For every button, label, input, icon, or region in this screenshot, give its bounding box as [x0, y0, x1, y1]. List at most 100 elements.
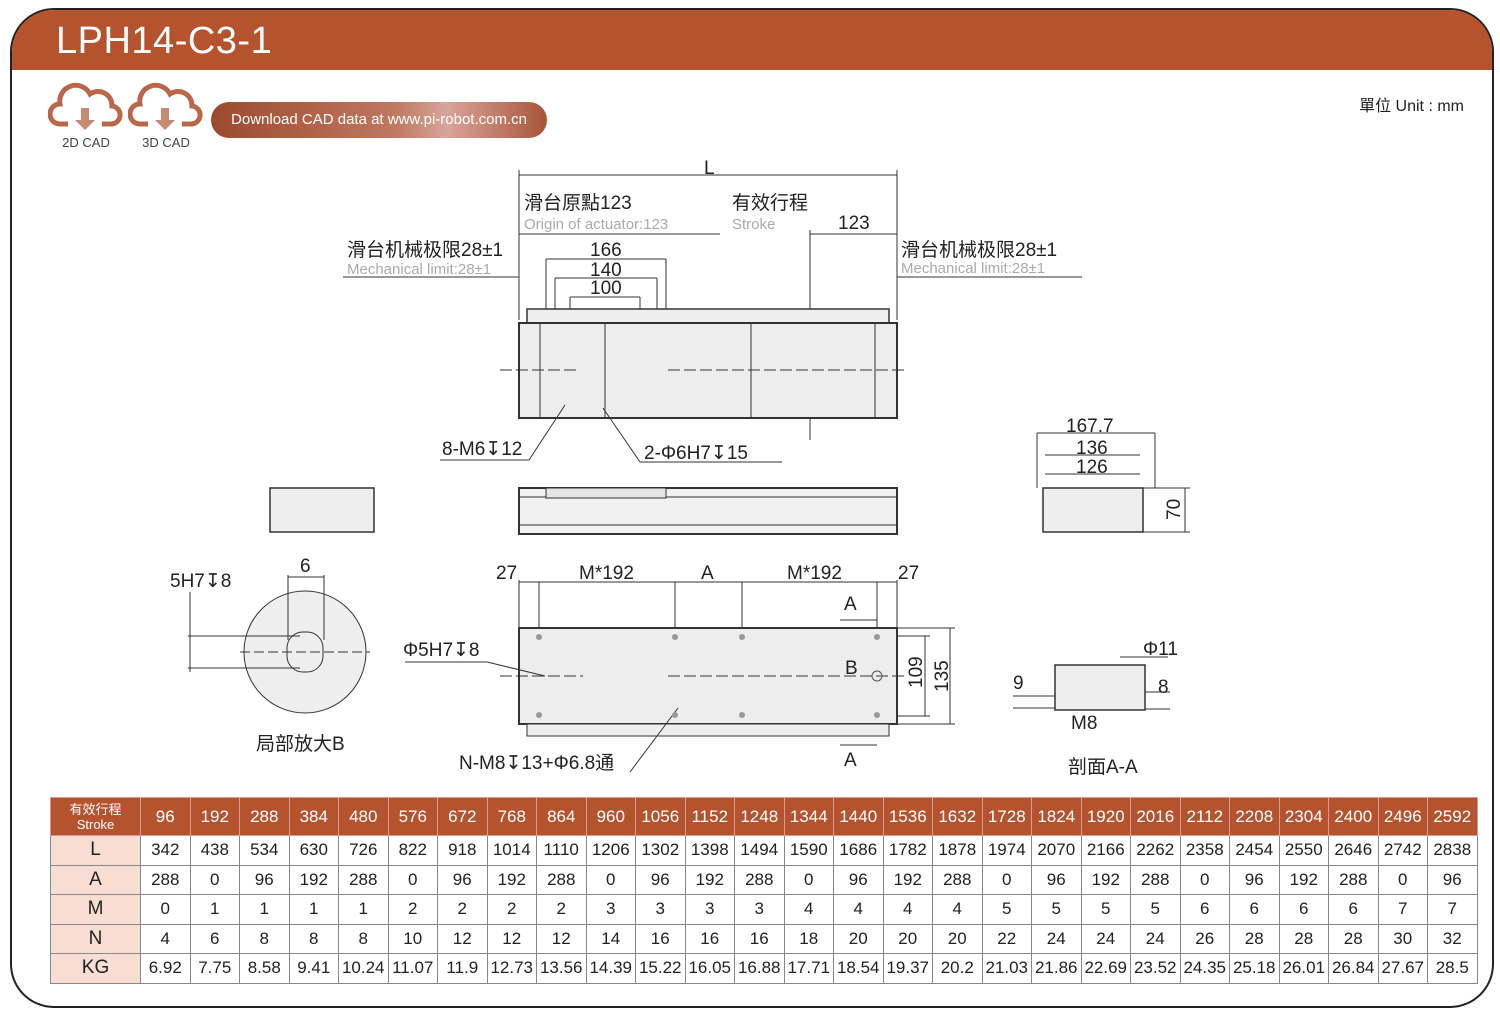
stroke-cell: 864 — [536, 797, 587, 836]
value-cell: 192 — [1080, 864, 1131, 895]
value-cell: 24 — [1031, 923, 1082, 954]
value-cell: 22.69 — [1080, 953, 1131, 984]
value-cell: 6 — [1278, 894, 1329, 925]
technical-drawing: L 滑台原點123 Origin of actuator:123 有效行程 St… — [170, 158, 1190, 778]
holes-d6-label: 2-Φ6H7↧15 — [644, 443, 748, 464]
stroke-cell: 1536 — [882, 797, 933, 836]
value-cell: 12 — [536, 923, 587, 954]
value-cell: 14.39 — [585, 953, 636, 984]
dim-140: 140 — [590, 260, 622, 281]
value-cell: 192 — [684, 864, 735, 895]
value-cell: 12 — [486, 923, 537, 954]
stroke-cell: 1728 — [981, 797, 1032, 836]
cad-2d-link[interactable]: 2D CAD — [47, 78, 124, 150]
value-cell: 18.54 — [833, 953, 884, 984]
dim-m192-left: M*192 — [579, 563, 634, 584]
stroke-cell: 1920 — [1080, 797, 1131, 836]
value-cell: 96 — [1229, 864, 1280, 895]
value-cell: 2166 — [1080, 835, 1131, 866]
value-cell: 96 — [1031, 864, 1082, 895]
value-cell: 2454 — [1229, 835, 1280, 866]
stroke-cell: 2016 — [1130, 797, 1181, 836]
value-cell: 6 — [1328, 894, 1379, 925]
value-cell: 288 — [1328, 864, 1379, 895]
cloud-download-icon — [47, 82, 123, 130]
stroke-cell: 96 — [140, 797, 191, 836]
phi5-label: Φ5H7↧8 — [403, 640, 480, 661]
holes-m6-label: 8-M6↧12 — [442, 439, 522, 460]
stroke-cell: 1248 — [734, 797, 785, 836]
value-cell: 5 — [1031, 894, 1082, 925]
phi11-label: Φ11 — [1143, 639, 1178, 660]
stroke-label-cn: 有效行程 — [732, 192, 808, 214]
value-cell: 12.73 — [486, 953, 537, 984]
value-cell: 21.86 — [1031, 953, 1082, 984]
value-cell: 534 — [239, 835, 290, 866]
value-cell: 288 — [536, 864, 587, 895]
value-cell: 0 — [1377, 864, 1428, 895]
stroke-cell: 384 — [288, 797, 339, 836]
value-cell: 2 — [437, 894, 488, 925]
stroke-header-en: Stroke — [76, 816, 115, 832]
dim-8: 8 — [1158, 677, 1169, 698]
dim-m192-right: M*192 — [787, 563, 842, 584]
value-cell: 9.41 — [288, 953, 339, 984]
value-cell: 1398 — [684, 835, 735, 866]
download-cad-link[interactable]: Download CAD data at www.pi-robot.com.cn — [211, 102, 547, 138]
row-label: A — [50, 864, 141, 895]
value-cell: 342 — [140, 835, 191, 866]
unit-label: 單位 Unit : mm — [1359, 98, 1464, 115]
section-a-top: A — [844, 594, 857, 615]
value-cell: 28 — [1328, 923, 1379, 954]
value-cell: 1302 — [635, 835, 686, 866]
dim-70: 70 — [1164, 499, 1185, 520]
dim-9: 9 — [1013, 673, 1024, 694]
value-cell: 17.71 — [783, 953, 834, 984]
value-cell: 6 — [1179, 894, 1230, 925]
row-label: L — [50, 835, 141, 866]
value-cell: 23.52 — [1130, 953, 1181, 984]
value-cell: 288 — [734, 864, 785, 895]
value-cell: 21.03 — [981, 953, 1032, 984]
stroke-cell: 2400 — [1328, 797, 1379, 836]
value-cell: 6.92 — [140, 953, 191, 984]
value-cell: 96 — [437, 864, 488, 895]
value-cell: 1110 — [536, 835, 587, 866]
stroke-header-cn: 有效行程 — [69, 801, 122, 817]
value-cell: 630 — [288, 835, 339, 866]
cad-3d-link[interactable]: 3D CAD — [127, 78, 204, 150]
value-cell: 192 — [1278, 864, 1329, 895]
stroke-cell: 1056 — [635, 797, 686, 836]
value-cell: 13.56 — [536, 953, 587, 984]
dim-27-left: 27 — [496, 563, 517, 584]
value-cell: 24.35 — [1179, 953, 1230, 984]
value-cell: 8 — [288, 923, 339, 954]
value-cell: 2 — [387, 894, 438, 925]
dim-136: 136 — [1076, 438, 1108, 459]
value-cell: 192 — [882, 864, 933, 895]
value-cell: 0 — [1179, 864, 1230, 895]
dim-6: 6 — [300, 556, 311, 577]
cad-3d-label: 3D CAD — [142, 135, 190, 150]
stroke-cell: 1632 — [932, 797, 983, 836]
value-cell: 192 — [288, 864, 339, 895]
cloud-download-icon — [127, 82, 203, 130]
value-cell: 28 — [1229, 923, 1280, 954]
value-cell: 26.01 — [1278, 953, 1329, 984]
value-cell: 16 — [734, 923, 785, 954]
stroke-cell: 2208 — [1229, 797, 1280, 836]
value-cell: 1 — [338, 894, 389, 925]
value-cell: 1878 — [932, 835, 983, 866]
title-band — [12, 10, 1492, 70]
origin-label-cn: 滑台原點123 — [524, 192, 632, 214]
value-cell: 5 — [981, 894, 1032, 925]
value-cell: 16 — [635, 923, 686, 954]
cad-2d-label: 2D CAD — [62, 135, 110, 150]
value-cell: 438 — [189, 835, 240, 866]
value-cell: 20 — [882, 923, 933, 954]
value-cell: 15.22 — [635, 953, 686, 984]
value-cell: 2070 — [1031, 835, 1082, 866]
